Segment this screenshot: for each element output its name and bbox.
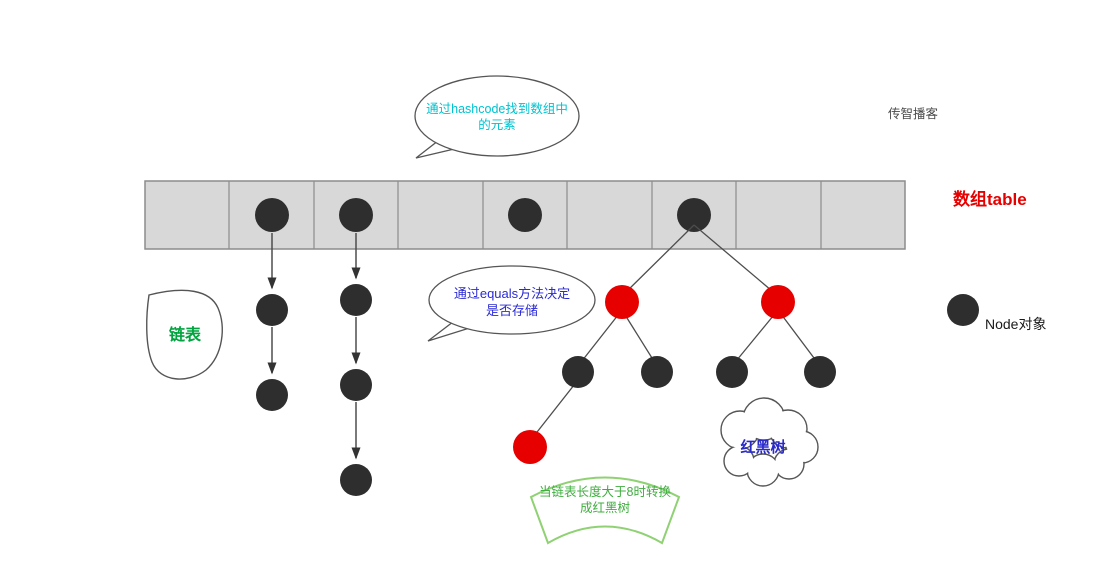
list-node-circle	[256, 294, 288, 326]
linked-list-chain-2	[340, 233, 372, 496]
equals-callout-line1: 通过equals方法决定	[453, 286, 571, 301]
convert-callout-line2: 成红黑树	[579, 501, 630, 516]
linked-list-plaque-shape	[146, 289, 223, 380]
array-node-circle	[508, 198, 542, 232]
equals-callout-line2: 是否存储	[485, 302, 538, 318]
hashcode-callout-text: 通过hashcode找到数组中 的元素	[414, 101, 580, 134]
array-label: 数组table	[953, 190, 1027, 209]
legend-node-label: Node对象	[985, 316, 1047, 332]
bubble-body	[428, 265, 596, 335]
black-tree-node-circle	[641, 356, 673, 388]
linked-list-chain-1	[256, 233, 288, 411]
equals-speech-bubble	[427, 265, 596, 342]
red-tree-node-circle	[605, 285, 639, 319]
array-cell-dividers	[228, 181, 822, 249]
array-node-circle	[339, 198, 373, 232]
equals-callout-text: 通过equals方法决定 是否存储	[430, 286, 594, 320]
array-node-circle	[677, 198, 711, 232]
legend-node-circle	[947, 294, 979, 326]
red-tree-node-circle	[761, 285, 795, 319]
black-tree-node-circle	[562, 356, 594, 388]
black-tree-node-circle	[716, 356, 748, 388]
black-tree-node-circle	[804, 356, 836, 388]
rbtree-label: 红黑树	[740, 439, 786, 456]
red-black-tree	[513, 224, 836, 464]
bubble-body	[414, 75, 580, 157]
list-node-circle	[256, 379, 288, 411]
hashcode-callout-line2: 的元素	[478, 118, 516, 133]
convert-callout-text: 当链表长度大于8时转换 成红黑树	[525, 484, 685, 517]
hashcode-callout-line1: 通过hashcode找到数组中	[426, 102, 568, 116]
tree-edges	[529, 224, 821, 442]
convert-callout-line1: 当链表长度大于8时转换	[539, 485, 671, 499]
rbtree-cloud-shape	[720, 397, 819, 487]
list-node-circle	[340, 464, 372, 496]
linked-list-label: 链表	[168, 327, 201, 344]
convert-banner-shape	[529, 476, 681, 545]
red-tree-node-circle	[513, 430, 547, 464]
hashcode-speech-bubble	[414, 75, 580, 159]
watermark-text: 传智播客	[888, 107, 939, 121]
hash-array	[144, 180, 906, 250]
list-node-circle	[340, 284, 372, 316]
list-node-circle	[340, 369, 372, 401]
array-node-circle	[255, 198, 289, 232]
